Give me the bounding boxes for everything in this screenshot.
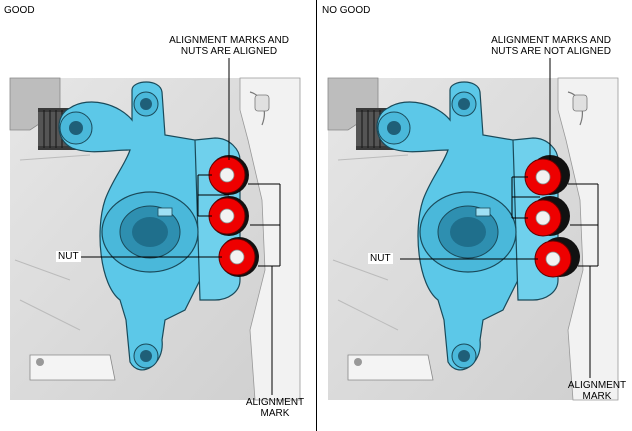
right-knuckle-illustration	[327, 77, 619, 401]
panel-divider	[316, 0, 317, 431]
right-nut-label: NUT	[368, 253, 393, 264]
left-callout-top-line1: ALIGNMENT MARKS AND	[169, 35, 289, 46]
nut-middle-left	[208, 196, 249, 236]
nut-upper-left	[208, 155, 249, 195]
right-nuts	[524, 155, 580, 278]
left-callout-top: ALIGNMENT MARKS AND NUTS ARE ALIGNED	[165, 35, 293, 57]
right-callout-top-line2: NUTS ARE NOT ALIGNED	[491, 46, 611, 57]
right-alignment-mark-label: ALIGNMENT MARK	[566, 380, 628, 402]
right-leader-lines	[400, 58, 599, 378]
left-knuckle-illustration	[9, 77, 301, 401]
right-callout-top: ALIGNMENT MARKS AND NUTS ARE NOT ALIGNED	[486, 35, 616, 57]
left-heading: GOOD	[4, 5, 35, 16]
left-callout-top-line2: NUTS ARE ALIGNED	[180, 46, 278, 57]
left-nut-label: NUT	[56, 251, 81, 262]
nut-upper-right	[524, 155, 570, 196]
nut-lower-left	[218, 237, 259, 277]
left-alignment-mark-label: ALIGNMENT MARK	[244, 397, 306, 419]
nut-lower-right	[534, 237, 580, 278]
left-mark-line2: MARK	[260, 408, 290, 419]
right-callout-top-line1: ALIGNMENT MARKS AND	[491, 35, 611, 46]
left-mark-line1: ALIGNMENT	[245, 397, 305, 408]
right-mark-line1: ALIGNMENT	[567, 380, 627, 391]
right-heading: NO GOOD	[322, 5, 371, 16]
nut-middle-right	[524, 196, 570, 237]
left-leader-lines	[80, 58, 281, 395]
right-mark-line2: MARK	[582, 391, 612, 402]
